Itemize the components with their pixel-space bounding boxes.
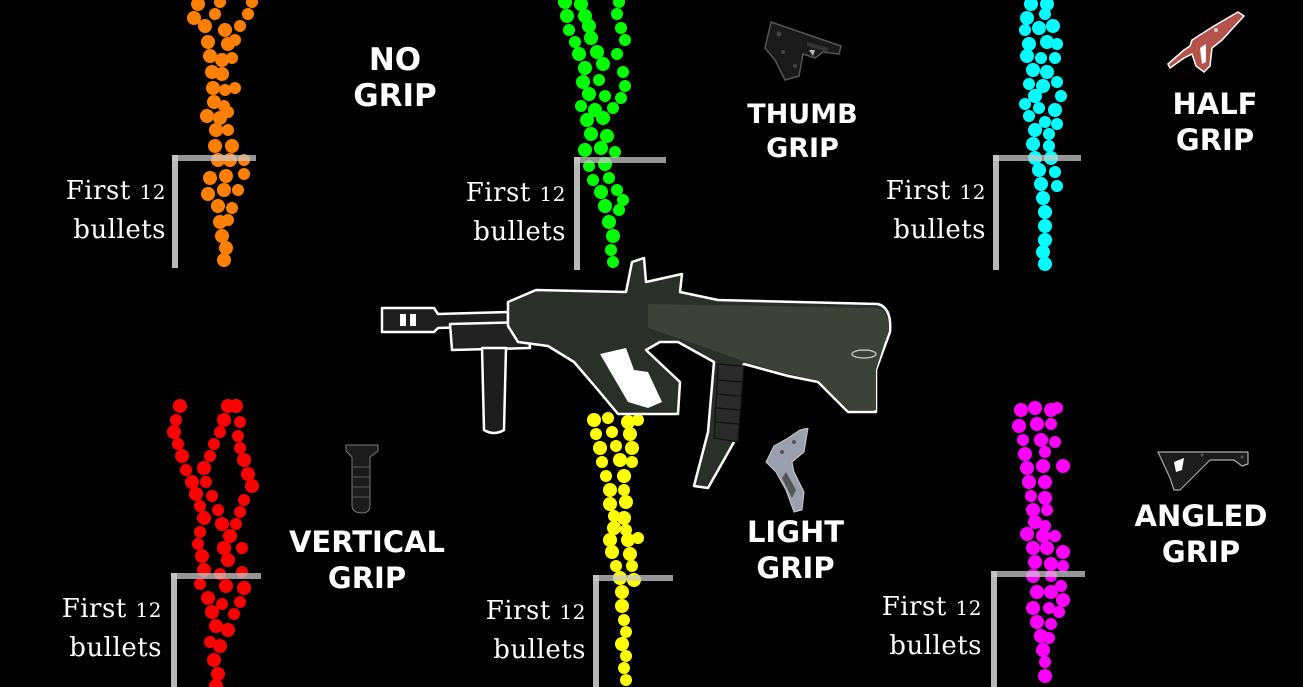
grip-title-vertical-grip: VERTICAL GRIP bbox=[272, 524, 462, 596]
title-line2: GRIP bbox=[766, 133, 839, 164]
bracket-vertical-line bbox=[991, 571, 997, 687]
bracket-vertical-line bbox=[172, 155, 178, 268]
label-count: 12 bbox=[959, 180, 986, 204]
label-count: 12 bbox=[139, 180, 166, 204]
label-unit: bullets bbox=[493, 635, 586, 665]
label-count: 12 bbox=[539, 182, 566, 206]
title-line1: THUMB bbox=[747, 99, 858, 130]
label-unit: bullets bbox=[73, 215, 166, 245]
title-line1: HALF bbox=[1172, 87, 1258, 121]
label-count: 12 bbox=[559, 600, 586, 624]
title-line1: ANGLED bbox=[1134, 499, 1268, 533]
title-line2: GRIP bbox=[756, 551, 835, 585]
label-first: First bbox=[881, 592, 947, 622]
rifle-icon bbox=[380, 256, 892, 490]
first-12-bullets-label: First 12 bullets bbox=[36, 590, 162, 667]
title-line1: VERTICAL bbox=[288, 525, 446, 559]
bracket-vertical-line bbox=[993, 155, 999, 270]
title-line1: LIGHT bbox=[746, 515, 845, 549]
title-line2: GRIP bbox=[1161, 535, 1241, 569]
first-12-bullets-label: First 12 bullets bbox=[460, 592, 586, 669]
bracket-horizontal-line bbox=[574, 157, 666, 163]
first-12-bullets-label: First 12 bullets bbox=[440, 174, 566, 251]
label-first: First bbox=[61, 594, 127, 624]
label-first: First bbox=[465, 178, 531, 208]
label-first: First bbox=[65, 176, 131, 206]
bracket-horizontal-line bbox=[991, 571, 1085, 577]
label-first: First bbox=[885, 176, 951, 206]
label-unit: bullets bbox=[69, 633, 162, 663]
bracket-vertical-line bbox=[171, 573, 177, 687]
grip-title-thumb-grip: THUMB GRIP bbox=[735, 98, 870, 166]
thumb-grip-icon bbox=[764, 21, 842, 81]
grip-title-half-grip: HALF GRIP bbox=[1150, 86, 1280, 158]
bracket-vertical-line bbox=[593, 575, 599, 687]
grip-title-angled-grip: ANGLED GRIP bbox=[1120, 498, 1282, 570]
spray-pattern-cyan bbox=[1019, 0, 1067, 271]
spray-pattern-green bbox=[558, 0, 631, 268]
bracket-vertical-line bbox=[574, 157, 580, 270]
title-line2: GRIP bbox=[1175, 123, 1255, 157]
first-12-bullets-label: First 12 bullets bbox=[40, 172, 166, 249]
title-line1: NO bbox=[368, 42, 422, 78]
light-grip-icon bbox=[765, 428, 809, 513]
bracket-horizontal-line bbox=[171, 573, 261, 579]
label-unit: bullets bbox=[893, 215, 986, 245]
first-12-bullets-label: First 12 bullets bbox=[860, 172, 986, 249]
bracket-horizontal-line bbox=[593, 575, 673, 581]
label-unit: bullets bbox=[889, 631, 982, 661]
title-line2: GRIP bbox=[327, 561, 407, 595]
angled-grip-icon bbox=[1157, 451, 1249, 491]
spray-pattern-orange bbox=[187, 0, 258, 267]
bracket-horizontal-line bbox=[993, 155, 1081, 161]
half-grip-icon bbox=[1167, 11, 1245, 73]
spray-pattern-yellow bbox=[587, 412, 644, 686]
first-12-bullets-label: First 12 bullets bbox=[856, 588, 982, 665]
label-first: First bbox=[485, 596, 551, 626]
label-count: 12 bbox=[135, 598, 162, 622]
grip-title-light-grip: LIGHT GRIP bbox=[733, 514, 858, 586]
title-line2: GRIP bbox=[353, 78, 437, 114]
label-count: 12 bbox=[955, 596, 982, 620]
label-unit: bullets bbox=[473, 217, 566, 247]
grip-title-no-grip: NO GRIP bbox=[330, 42, 460, 114]
spray-pattern-magenta bbox=[1012, 401, 1070, 683]
spray-pattern-red bbox=[167, 399, 259, 687]
bracket-horizontal-line bbox=[172, 155, 256, 161]
vertical-grip-icon bbox=[345, 444, 379, 514]
